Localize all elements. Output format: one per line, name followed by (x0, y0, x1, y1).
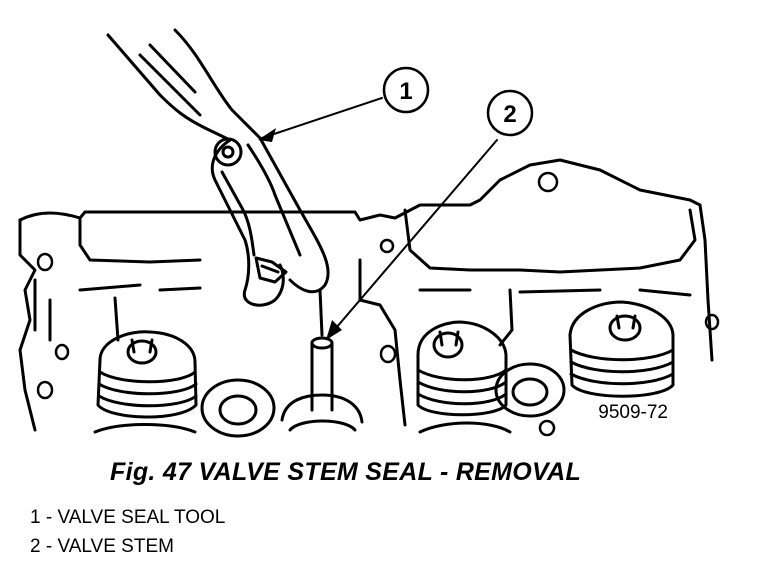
legend-item-valve-seal-tool: 1 - VALVE SEAL TOOL (30, 507, 226, 528)
valve-spring-right-2 (568, 300, 675, 398)
valve-spring-left (96, 330, 198, 419)
callout-2: 2 (486, 89, 534, 137)
valve-cup-left (200, 378, 276, 438)
lower-spring-partials (93, 421, 512, 434)
valve-stem-center (280, 336, 364, 432)
arrowhead-callout-2 (326, 320, 342, 340)
figure-caption: Fig. 47 VALVE STEM SEAL - REMOVAL (110, 458, 582, 486)
bolt-holes (36, 171, 720, 437)
callout-2-number: 2 (503, 101, 516, 128)
figure-id-label: 9509-72 (598, 402, 668, 423)
valve-cup-right (494, 362, 566, 418)
leader-lines (261, 97, 498, 336)
callout-1-number: 1 (399, 78, 412, 105)
arrowhead-callout-1 (258, 128, 276, 142)
callout-1: 1 (382, 66, 430, 114)
cylinder-head-outline (18, 158, 714, 432)
valve-spring-right-1 (416, 320, 508, 417)
legend-item-valve-stem: 2 - VALVE STEM (30, 536, 174, 557)
valve-seal-tool (106, 28, 330, 307)
valve-stem-seal-illustration: 1 2 9509-72 (18, 28, 720, 438)
